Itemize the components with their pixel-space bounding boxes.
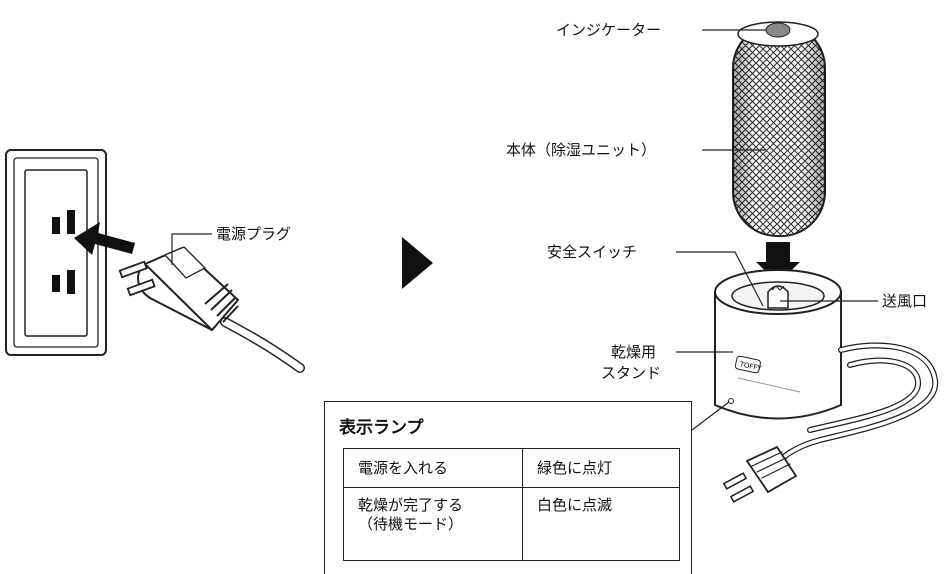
power-plug: [118, 246, 305, 373]
lamp-text: 白色に点滅: [537, 496, 613, 514]
drying-stand: TOFFY: [714, 269, 842, 420]
table-row: 電源を入れる 緑色に点灯: [343, 448, 680, 488]
lamp-cell: 白色に点滅: [522, 487, 680, 561]
condition-cell: 乾燥が完了する （待機モード）: [343, 487, 523, 561]
safety-switch-label: 安全スイッチ: [547, 243, 638, 261]
wall-outlet: [5, 149, 107, 356]
lamp-status-panel: 表示ランプ 電源を入れる 緑色に点灯 乾燥が完了する （待機モード） 白色に点滅: [324, 401, 692, 574]
panel-title: 表示ランプ: [339, 418, 424, 438]
outlet-slots: [52, 210, 75, 294]
next-step-arrow-icon: [402, 237, 433, 289]
indicator-label: インジケーター: [556, 21, 662, 39]
plug-label: 電源プラグ: [216, 225, 292, 243]
dehumidifier-unit: [732, 21, 826, 237]
indicator-light: [765, 22, 791, 38]
stand-label-line2: スタンド: [601, 364, 662, 382]
insert-arrow-icon: [74, 222, 135, 255]
main-body-label: 本体（除湿ユニット）: [506, 141, 657, 159]
lamp-status-table: 電源を入れる 緑色に点灯 乾燥が完了する （待機モード） 白色に点滅: [343, 448, 680, 561]
plug-leader-line: [171, 233, 212, 265]
condition-text: 電源を入れる: [358, 459, 449, 477]
table-row: 乾燥が完了する （待機モード） 白色に点滅: [343, 487, 680, 561]
leader-lines: [676, 29, 878, 431]
condition-cell: 電源を入れる: [343, 448, 523, 488]
condition-text: 乾燥が完了する: [358, 496, 464, 514]
stand-label-line1: 乾燥用: [611, 343, 657, 361]
stand-power-cord: [722, 342, 939, 503]
air-outlet: [767, 285, 789, 309]
status-lamp: [728, 398, 734, 404]
lamp-cell: 緑色に点灯: [522, 448, 680, 488]
down-arrow-icon: [756, 242, 800, 283]
brand-logo: [734, 355, 761, 374]
air-outlet-label: 送風口: [882, 292, 928, 310]
lamp-text: 緑色に点灯: [537, 459, 613, 477]
condition-subtext: （待機モード）: [358, 515, 464, 533]
